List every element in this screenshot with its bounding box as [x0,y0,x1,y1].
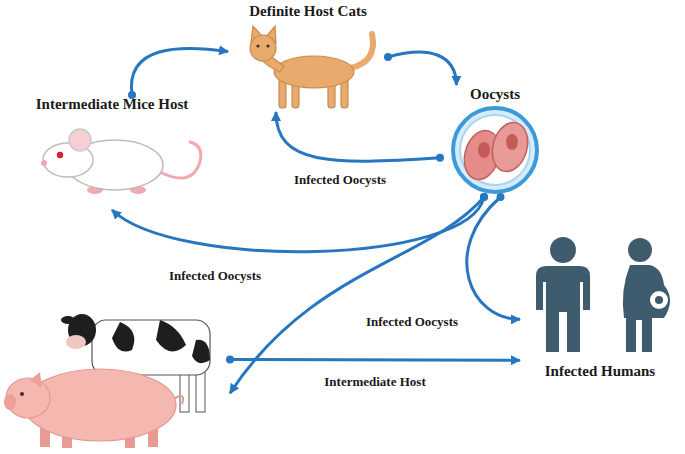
transmission-arrow [131,49,228,95]
transmission-arrow [276,112,440,161]
transmission-arrow [388,52,457,85]
edge-label: Intermediate Host [322,374,427,390]
cat-figure [250,26,373,108]
livestock-figures [4,314,210,448]
host-label: Infected Humans [545,362,655,380]
mouse-figure [41,129,201,194]
transmission-arrow [230,197,484,393]
oocyst-figure [453,108,537,192]
transmission-arrow [230,358,520,362]
human-figures [536,237,670,352]
host-label: Definite Host Cats [249,2,366,20]
host-label: Oocysts [470,85,520,103]
transmission-arrow [112,197,484,252]
human-node: Infected Humans [520,228,680,380]
edge-label: Infected Oocysts [167,268,263,284]
host-label: Intermediate Mice Host [36,95,188,113]
transmission-arrow [467,197,520,319]
oocyst-node: Oocysts [440,85,550,197]
edge-label: Infected Oocysts [292,172,388,188]
cat-host-node: Definite Host Cats [228,2,388,112]
mouse-host-node: Intermediate Mice Host [12,95,212,210]
livestock-node [2,305,230,452]
edge-label: Infected Oocysts [364,314,460,330]
